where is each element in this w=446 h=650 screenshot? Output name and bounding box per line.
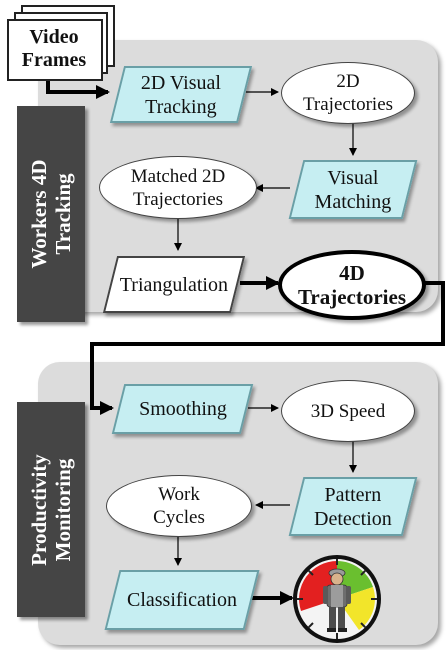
node-4d-trajectories-label: 4D Trajectories xyxy=(297,261,407,309)
arrow-frames-to-tracking xyxy=(46,76,110,99)
monitoring-sidebar: Productivity Monitoring xyxy=(17,402,85,617)
node-2d-trajectories: 2D Trajectories xyxy=(281,62,415,124)
node-2d-visual-tracking-label: 2D Visual Tracking xyxy=(140,71,222,118)
node-classification: Classification xyxy=(104,570,260,630)
node-pattern-detection-label: Pattern Detection xyxy=(314,483,392,530)
node-3d-speed: 3D Speed xyxy=(281,380,415,442)
productivity-gauge-icon xyxy=(293,555,381,643)
node-2d-visual-tracking: 2D Visual Tracking xyxy=(109,66,253,123)
node-triangulation-label: Triangulation xyxy=(119,273,229,296)
node-classification-label: Classification xyxy=(127,589,237,611)
video-frames-label: Video Frames xyxy=(21,26,87,71)
node-pattern-detection: Pattern Detection xyxy=(288,477,418,536)
node-2d-trajectories-label: 2D Trajectories xyxy=(302,71,394,115)
node-visual-matching-label: Visual Matching xyxy=(314,166,392,213)
node-smoothing-label: Smoothing xyxy=(138,398,227,420)
node-3d-speed-label: 3D Speed xyxy=(310,400,386,422)
node-work-cycles: Work Cycles xyxy=(106,475,252,537)
node-matched-2d-trajectories-label: Matched 2D Trajectories xyxy=(130,165,226,210)
node-work-cycles-label: Work Cycles xyxy=(153,484,205,528)
node-smoothing: Smoothing xyxy=(111,384,254,434)
node-4d-trajectories: 4D Trajectories xyxy=(278,250,426,320)
arrow-4d-to-smoothing xyxy=(90,281,445,415)
node-triangulation: Triangulation xyxy=(102,256,246,313)
document-page-front xyxy=(7,19,103,81)
tracking-sidebar: Workers 4D Tracking xyxy=(17,106,85,322)
worker-icon xyxy=(323,568,351,632)
node-visual-matching: Visual Matching xyxy=(288,160,418,219)
node-matched-2d-trajectories: Matched 2D Trajectories xyxy=(99,156,257,219)
